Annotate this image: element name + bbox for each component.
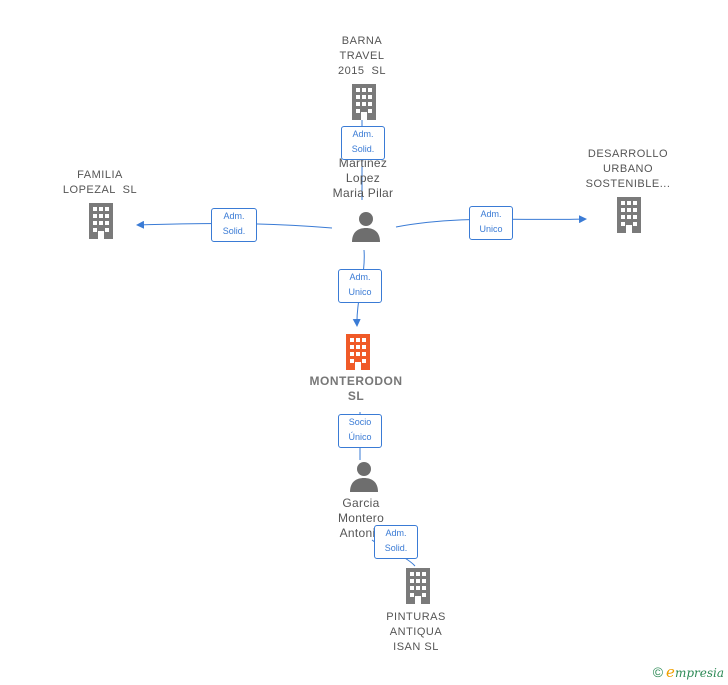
edge-label-line: Solid.: [384, 543, 408, 553]
building-icon[interactable]: [614, 197, 644, 233]
node-label-familia-lopezal[interactable]: FAMILIA LOPEZAL SL: [50, 168, 150, 198]
building-icon[interactable]: [349, 84, 379, 120]
building-icon[interactable]: [403, 568, 433, 604]
node-label-barna-travel[interactable]: BARNA TRAVEL 2015 SL: [312, 34, 412, 79]
person-icon[interactable]: [350, 210, 382, 242]
node-label-line: SL: [347, 389, 365, 403]
node-label-line: ANTIQUA: [389, 626, 443, 638]
edge-label-line: Unico: [479, 224, 503, 234]
edge-label-martinez-desarrollo[interactable]: Adm. Unico: [469, 206, 513, 240]
edge-label-martinez-familia[interactable]: Adm. Solid.: [211, 208, 257, 242]
edge-label-martinez-monterodon[interactable]: Adm. Unico: [338, 269, 382, 303]
node-label-pinturas-antiqua[interactable]: PINTURAS ANTIQUA ISAN SL: [366, 610, 466, 655]
brand-first-letter: e: [666, 663, 675, 681]
edge-label-line: Adm.: [352, 129, 374, 139]
edge-label-line: Socio: [348, 417, 372, 427]
copyright-icon: ©: [652, 664, 664, 680]
node-label-line: URBANO: [602, 163, 654, 175]
edge-label-garcia-pinturas[interactable]: Adm. Solid.: [374, 525, 418, 559]
node-label-line: MONTERODON: [309, 374, 403, 388]
node-label-line: DESARROLLO: [587, 148, 669, 160]
node-label-line: FAMILIA: [77, 169, 123, 181]
edge-label-martinez-barna[interactable]: Adm. Solid.: [341, 126, 385, 160]
node-label-garcia-montero[interactable]: Garcia Montero Antonio: [311, 496, 411, 541]
building-focus-icon[interactable]: [343, 334, 373, 370]
building-icon[interactable]: [86, 203, 116, 239]
node-label-monterodon[interactable]: MONTERODON SL: [296, 374, 416, 404]
edge-label-garcia-monterodon[interactable]: Socio Único: [338, 414, 382, 448]
edge-label-line: Solid.: [351, 144, 375, 154]
edge-label-line: Unico: [348, 287, 372, 297]
node-label-line: Montero: [337, 511, 385, 525]
node-label-desarrollo-urbano[interactable]: DESARROLLO URBANO SOSTENIBLE...: [572, 147, 684, 192]
node-label-line: Antonio: [339, 526, 383, 540]
node-label-martinez-lopez[interactable]: Martinez Lopez Maria Pilar: [313, 156, 413, 201]
edge-label-line: Único: [348, 432, 372, 442]
edge-label-line: Adm.: [223, 211, 245, 221]
node-label-line: Maria Pilar: [332, 186, 394, 200]
edge-label-line: Adm.: [480, 209, 502, 219]
edge-label-line: Solid.: [222, 226, 246, 236]
node-label-line: PINTURAS: [386, 611, 446, 623]
brand-name: mpresia: [674, 666, 724, 680]
edge-label-line: Adm.: [349, 272, 371, 282]
edge-label-line: Adm.: [385, 528, 407, 538]
node-label-line: BARNA: [341, 35, 383, 47]
node-label-line: LOPEZAL SL: [62, 184, 138, 196]
node-label-line: TRAVEL: [339, 50, 385, 62]
node-label-line: Garcia: [342, 496, 380, 510]
node-label-line: Lopez: [345, 171, 381, 185]
node-label-line: ISAN SL: [393, 641, 439, 653]
node-label-line: SOSTENIBLE...: [585, 178, 671, 190]
node-label-line: 2015 SL: [337, 65, 387, 77]
empresia-logo[interactable]: ©empresia: [653, 663, 724, 681]
person-icon[interactable]: [348, 460, 380, 492]
